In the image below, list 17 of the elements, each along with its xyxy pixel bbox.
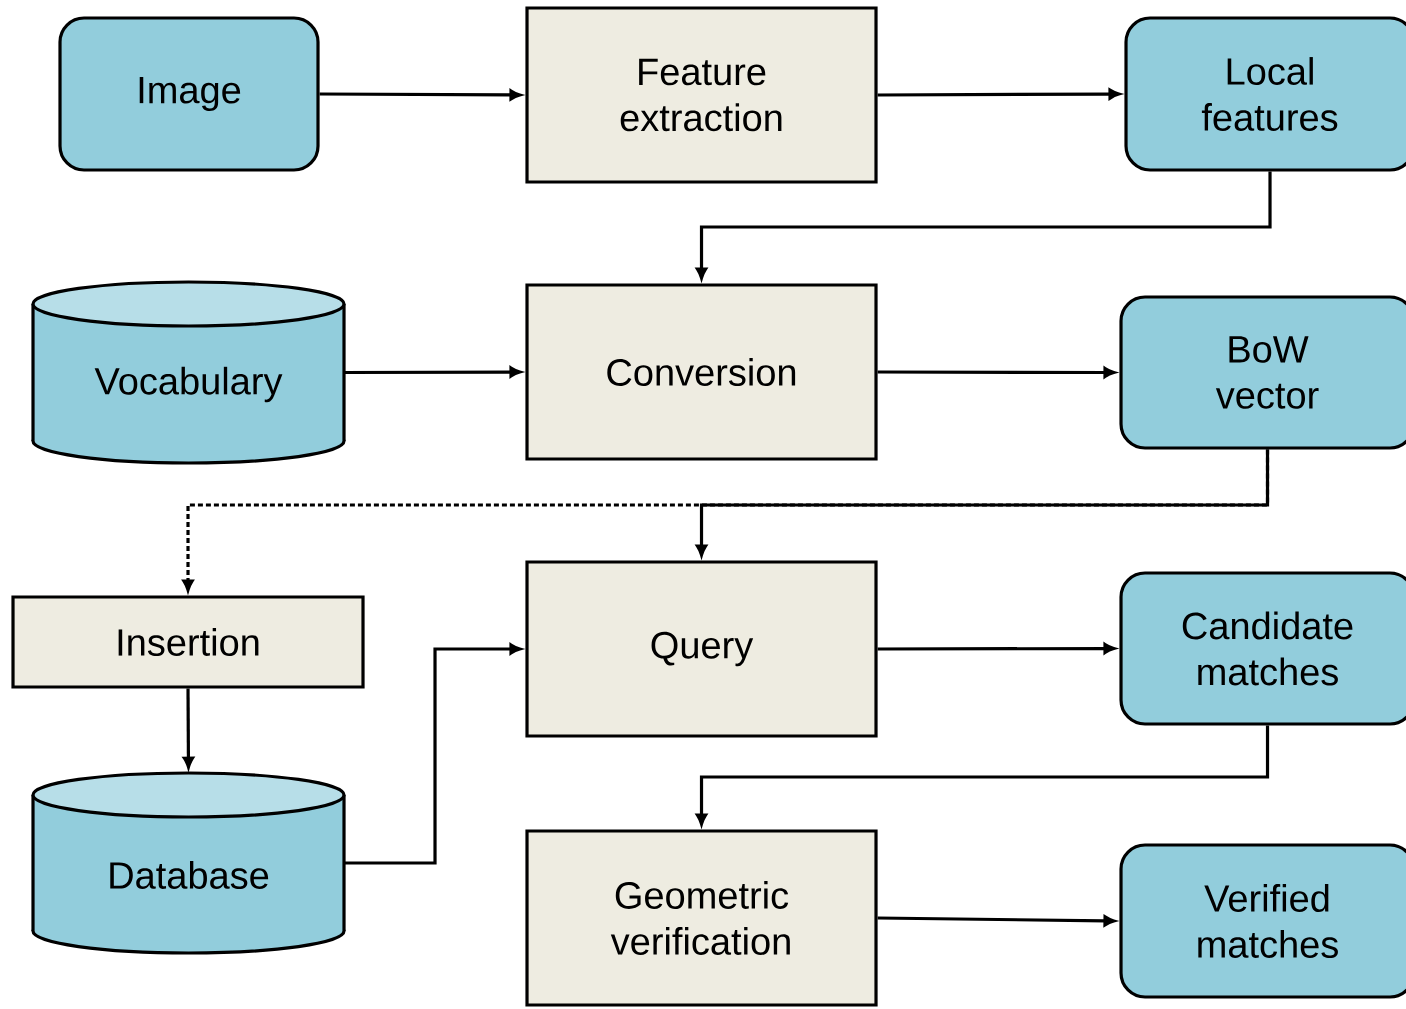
rounded-box: Local features xyxy=(1124,16,1406,172)
process-box: Geometric verification xyxy=(525,829,878,1007)
process-box: Feature extraction xyxy=(525,6,878,184)
arrow xyxy=(344,643,522,865)
rounded-box: BoW vector xyxy=(1119,295,1406,450)
process-box: Query xyxy=(525,560,878,738)
arrow xyxy=(319,89,522,101)
database-cylinder: Vocabulary xyxy=(31,280,346,465)
database-cylinder: Database xyxy=(31,771,346,955)
rounded-box: Image xyxy=(58,16,320,172)
arrow xyxy=(877,88,1121,100)
rounded-box: Candidate matches xyxy=(1119,571,1406,726)
arrow xyxy=(344,366,522,378)
arrow xyxy=(877,915,1116,927)
rounded-box: Verified matches xyxy=(1119,843,1406,999)
process-box: Conversion xyxy=(525,283,878,461)
process-box: Insertion xyxy=(11,595,365,689)
